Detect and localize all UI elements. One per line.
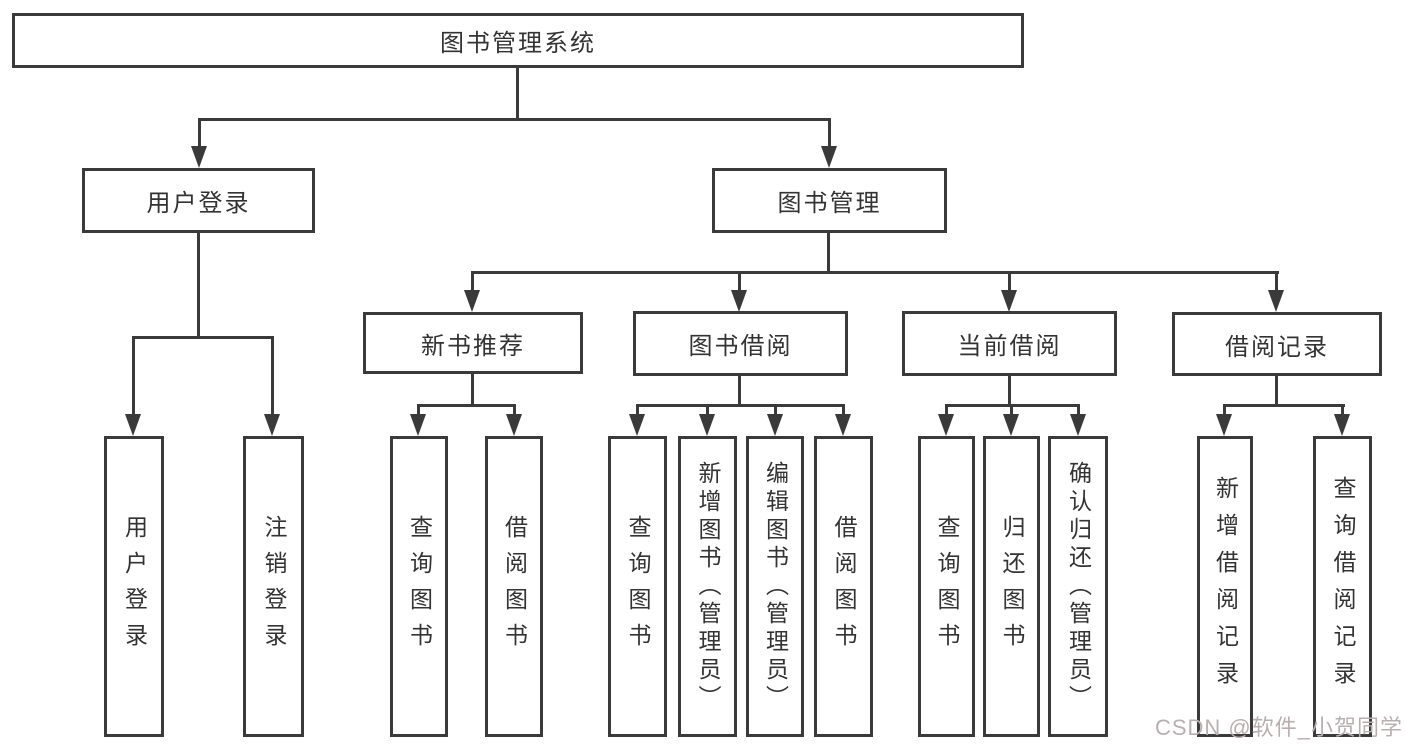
connector-line — [271, 336, 274, 416]
leaf-logout: 注销登录 — [243, 436, 304, 737]
connector-line — [471, 374, 474, 407]
arrow-down-icon — [1268, 290, 1284, 312]
arrow-down-icon — [1334, 414, 1350, 436]
arrow-down-icon — [1070, 414, 1086, 436]
node-label: 新增借阅记录 — [1212, 475, 1239, 698]
leaf-query-book: 查询图书 — [390, 436, 448, 737]
leaf-confirm-return-admin: 确认归还（管理员） — [1048, 436, 1108, 737]
leaf-query-book: 查询图书 — [608, 436, 667, 737]
connector-line — [471, 271, 474, 292]
node-root: 图书管理系统 — [12, 13, 1024, 68]
node-label: 新书推荐 — [421, 332, 525, 360]
arrow-down-icon — [699, 414, 715, 436]
node-label: 注销登录 — [261, 514, 287, 659]
node-label: 确认归还（管理员） — [1065, 460, 1092, 713]
connector-line — [472, 271, 1279, 274]
arrow-down-icon — [821, 146, 837, 168]
arrow-down-icon — [1001, 290, 1017, 312]
connector-line — [1275, 376, 1278, 407]
arrow-down-icon — [464, 290, 480, 312]
connector-line — [1008, 376, 1011, 407]
node-label: 借阅记录 — [1225, 333, 1329, 361]
connector-line — [417, 404, 420, 416]
arrow-down-icon — [125, 414, 141, 436]
connector-line — [1008, 271, 1011, 292]
leaf-edit-book-admin: 编辑图书（管理员） — [746, 436, 804, 737]
leaf-query-book: 查询图书 — [918, 436, 975, 737]
arrow-down-icon — [629, 414, 645, 436]
connector-line — [842, 404, 845, 416]
node-label: 查询图书 — [406, 514, 433, 659]
connector-line — [417, 404, 516, 407]
connector-line — [197, 233, 200, 339]
node-label: 查询借阅记录 — [1330, 475, 1356, 698]
arrow-down-icon — [264, 414, 280, 436]
node-label: 借阅图书 — [831, 514, 857, 659]
node-label: 查询图书 — [625, 514, 651, 659]
arrow-down-icon — [1216, 414, 1232, 436]
arrow-down-icon — [506, 414, 522, 436]
connector-line — [1077, 404, 1080, 416]
connector-line — [513, 404, 516, 416]
connector-line — [1341, 404, 1344, 416]
node-label: 图书管理 — [777, 190, 882, 217]
node-current-borrow: 当前借阅 — [902, 311, 1117, 376]
node-label: 用户登录 — [146, 190, 251, 217]
connector-line — [945, 404, 948, 416]
connector-line — [198, 118, 201, 150]
node-label: 当前借阅 — [957, 333, 1062, 360]
connector-line — [774, 404, 777, 416]
arrow-down-icon — [191, 146, 207, 168]
connector-line — [132, 336, 274, 339]
node-new-book-recommend: 新书推荐 — [363, 312, 583, 374]
leaf-borrow-book: 借阅图书 — [485, 436, 543, 737]
node-label: 用户登录 — [121, 514, 148, 659]
connector-line — [1275, 271, 1278, 292]
connector-line — [636, 404, 845, 407]
node-book-management: 图书管理 — [712, 168, 947, 233]
arrow-down-icon — [835, 414, 851, 436]
leaf-borrow-book: 借阅图书 — [814, 436, 873, 737]
csdn-watermark: CSDN @软件_小贺同学 — [1154, 715, 1403, 740]
connector-line — [516, 68, 519, 120]
arrow-down-icon — [731, 290, 747, 312]
arrow-down-icon — [938, 414, 954, 436]
node-borrow-record: 借阅记录 — [1172, 312, 1382, 376]
connector-line — [738, 376, 741, 407]
node-user-login: 用户登录 — [82, 168, 315, 233]
connector-line — [738, 271, 741, 292]
connector-line — [828, 118, 831, 150]
connector-line — [198, 118, 831, 121]
leaf-query-borrow-record: 查询借阅记录 — [1313, 436, 1372, 737]
arrow-down-icon — [767, 414, 783, 436]
node-label: 新增图书（管理员） — [695, 460, 721, 713]
node-label: 查询图书 — [934, 514, 960, 659]
leaf-add-book-admin: 新增图书（管理员） — [678, 436, 737, 737]
connector-line — [1010, 404, 1013, 416]
connector-line — [1223, 404, 1345, 407]
connector-line — [827, 233, 830, 274]
leaf-user-login: 用户登录 — [104, 436, 164, 737]
arrow-down-icon — [410, 414, 426, 436]
leaf-add-borrow-record: 新增借阅记录 — [1197, 436, 1253, 737]
connector-line — [706, 404, 709, 416]
connector-line — [1223, 404, 1226, 416]
node-label: 编辑图书（管理员） — [762, 460, 789, 713]
leaf-return-book: 归还图书 — [983, 436, 1040, 737]
node-label: 归还图书 — [999, 514, 1025, 659]
node-label: 图书借阅 — [688, 333, 793, 360]
node-label: 图书管理系统 — [440, 30, 596, 57]
node-label: 借阅图书 — [501, 514, 528, 659]
connector-line — [636, 404, 639, 416]
node-book-borrow: 图书借阅 — [633, 311, 848, 376]
connector-line — [132, 336, 135, 416]
arrow-down-icon — [1003, 414, 1019, 436]
